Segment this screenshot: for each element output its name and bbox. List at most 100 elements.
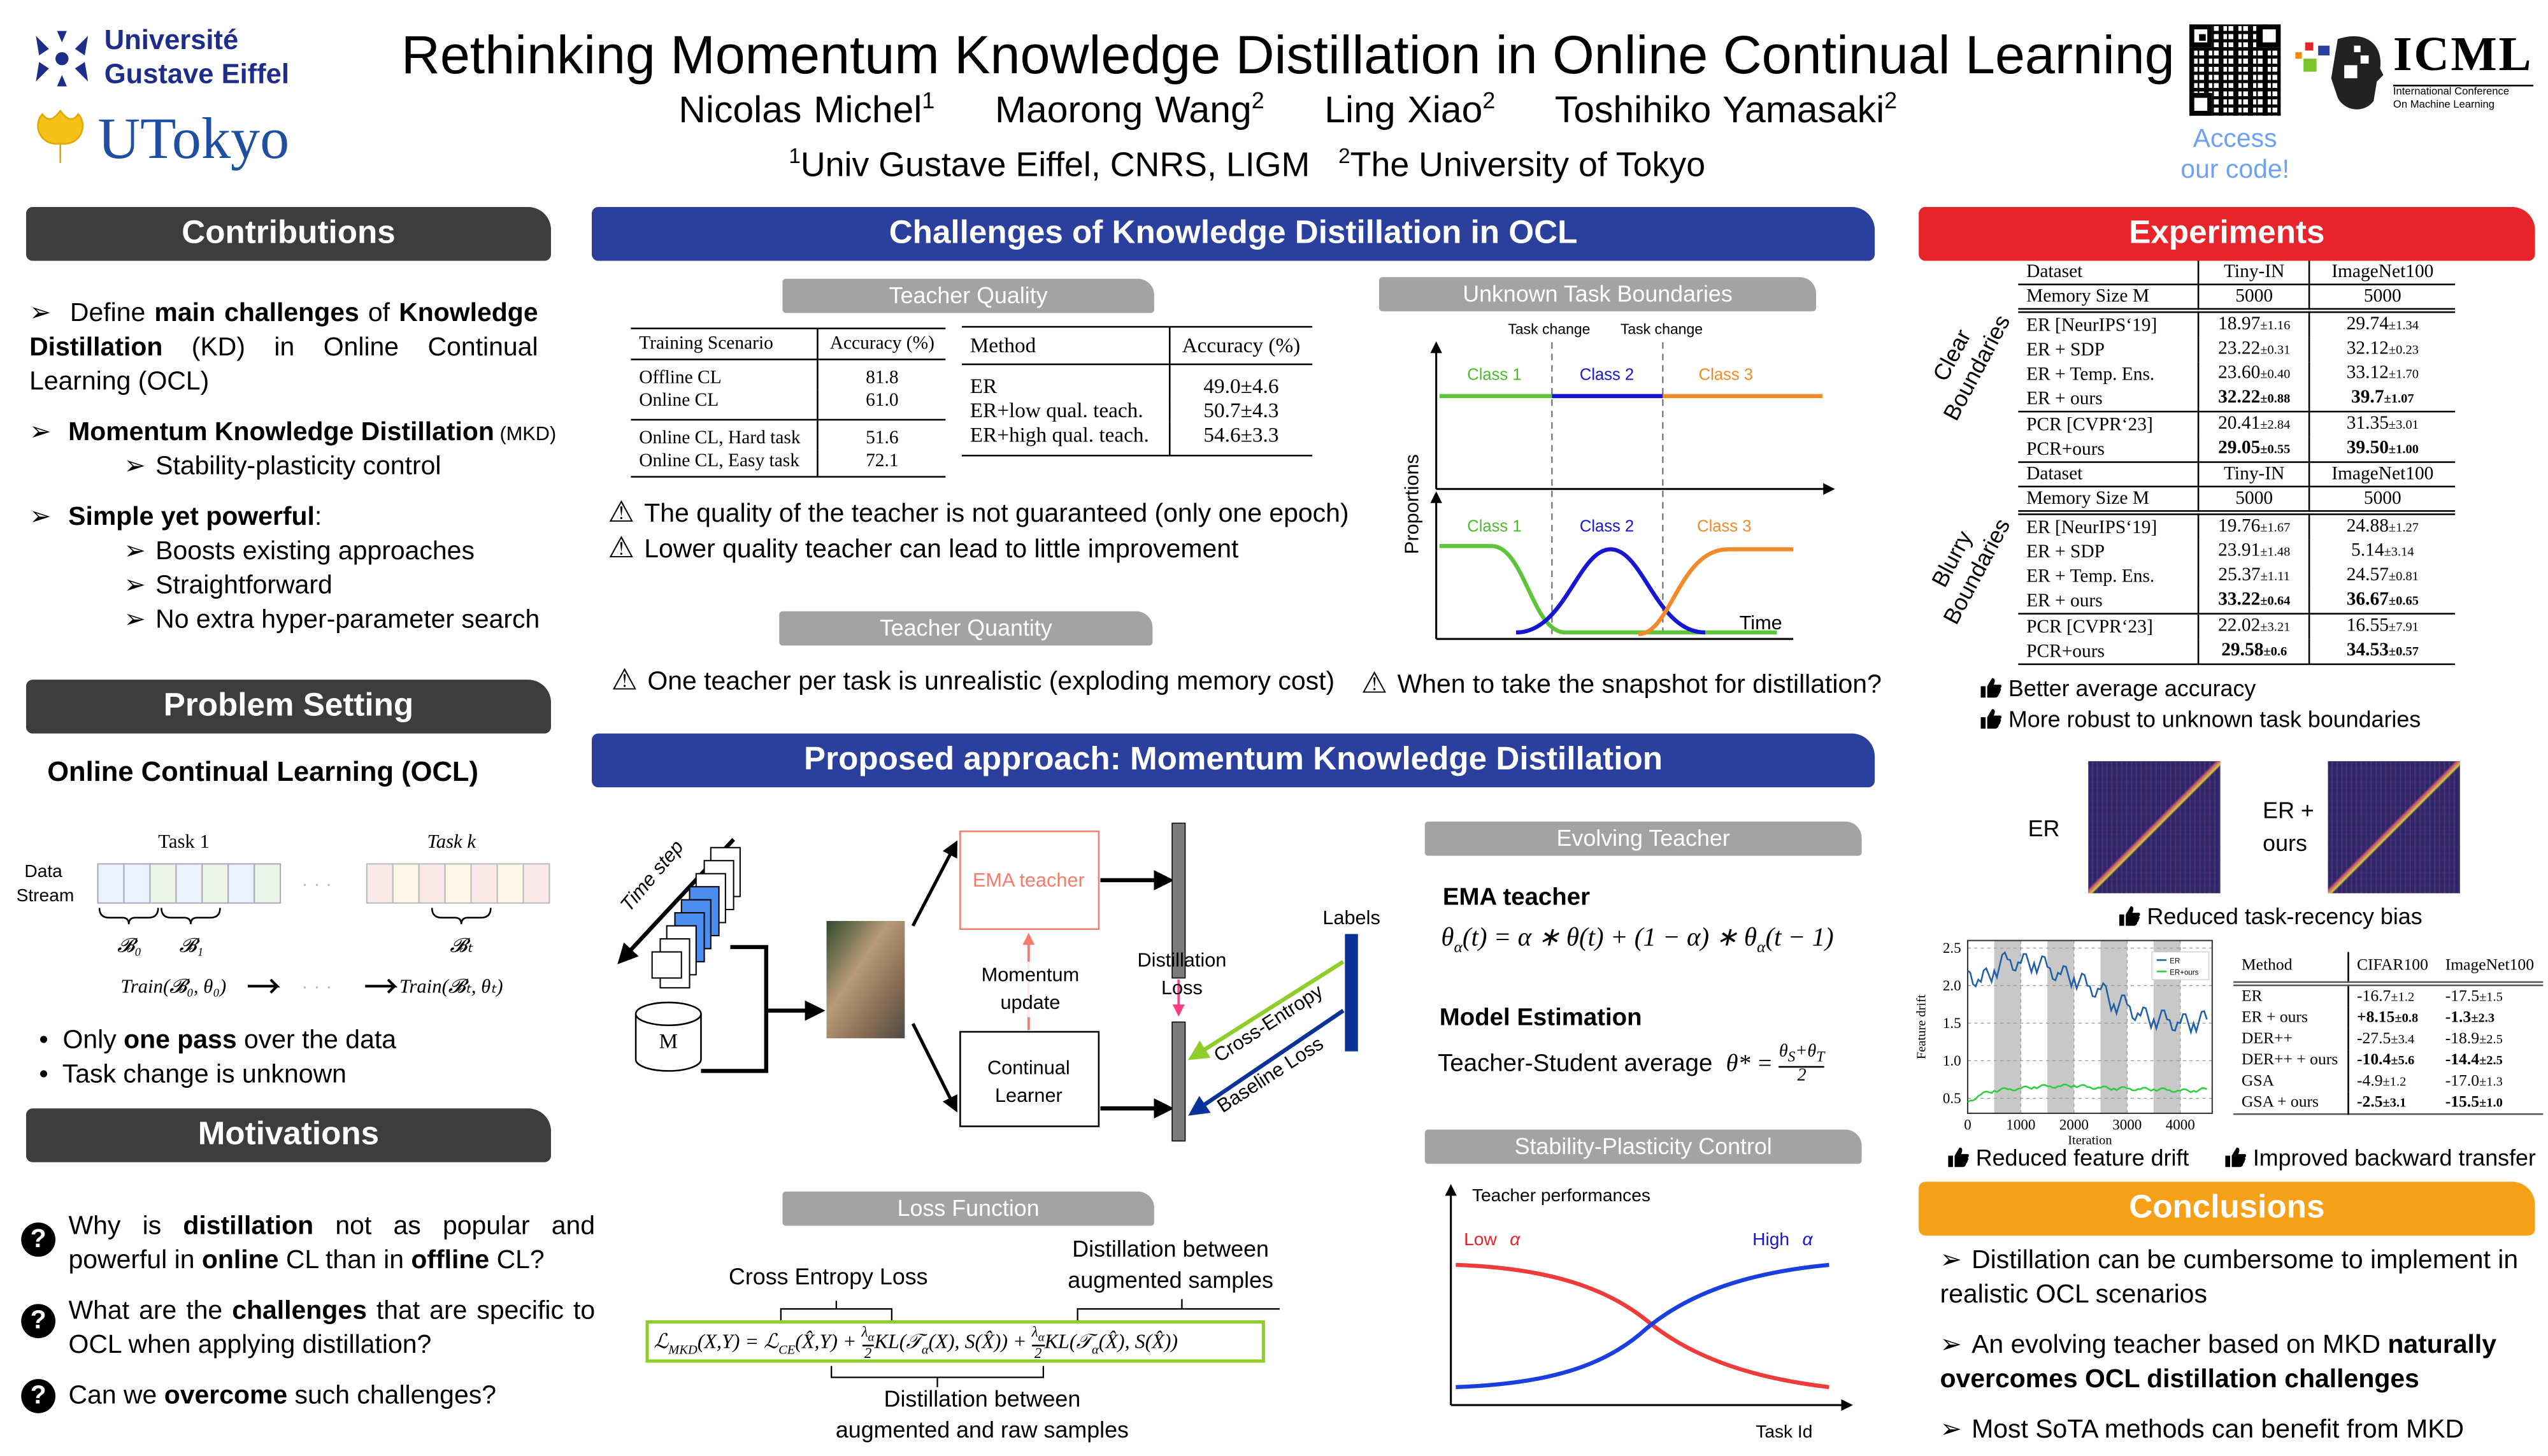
table-cell: 39.7±1.07: [2351, 388, 2414, 408]
table-cell: -27.5±3.4: [2357, 1030, 2415, 1048]
conclusion-item: Distillation can be cumbersome to implem…: [1940, 1244, 2526, 1312]
x-axis-label: Iteration: [2068, 1134, 2112, 1148]
table-cell: Tiny-IN: [2199, 261, 2310, 285]
table-cell: 5000: [2363, 489, 2401, 509]
labels-bar: [1345, 934, 1358, 1052]
table-row: DER++-27.5±3.4-18.9±2.5: [2233, 1028, 2543, 1050]
table-cell: 20.41±2.84: [2199, 411, 2310, 437]
question-icon: ?: [21, 1222, 56, 1257]
icml-wordmark: ICML: [2393, 27, 2533, 82]
table-cell: 23.91±1.48: [2199, 539, 2310, 564]
batch-b1: 𝓑₁: [180, 935, 204, 957]
legend-label: ER: [2170, 957, 2180, 965]
confusion-heatmap-er: [2088, 761, 2221, 894]
uge-name-1: Université: [104, 24, 239, 56]
task1-batches: [97, 863, 282, 904]
table-cell: 5.14±3.14: [2351, 541, 2414, 561]
question-icon: ?: [21, 1379, 56, 1413]
class1-curve: [1439, 544, 1777, 635]
data-stream-label: Stream: [17, 885, 75, 905]
warning-icon: ⚠: [608, 495, 634, 529]
y-tick-label: 2.5: [1943, 939, 1961, 956]
table-cell: 31.35±3.01: [2346, 414, 2419, 434]
contribution-subitem: No extra hyper-parameter search: [124, 603, 540, 638]
table-cell: Dataset: [2018, 261, 2200, 285]
y-tick-label: 0.5: [1943, 1090, 1961, 1106]
table-cell: GSA: [2233, 1071, 2349, 1092]
problem-bullet: • Only one pass over the data: [39, 1027, 397, 1055]
affiliations: 1Univ Gustave Eiffel, CNRS, LIGM 2The Un…: [326, 143, 2168, 186]
task-id-label: Task Id: [1756, 1422, 1812, 1441]
table-cell: 24.88±1.27: [2346, 517, 2419, 536]
confusion-heatmap-ours: [2328, 761, 2460, 894]
table-cell: Tiny-IN: [2199, 462, 2310, 487]
author: Toshihiko Yamasaki2: [1554, 86, 1898, 130]
train-step-t: Train(𝓑ₜ, θₜ): [399, 976, 503, 997]
qr-code[interactable]: [2189, 24, 2281, 116]
table-cell: ER + ours: [2018, 386, 2200, 412]
table-cell: 29.05±0.55: [2199, 436, 2310, 462]
contributions-header: Contributions: [25, 207, 552, 261]
table-cell: 19.76±1.67: [2199, 512, 2310, 540]
time-label: Time: [1740, 611, 1782, 634]
heatmap-ours-label: ER +ours: [2263, 797, 2314, 856]
x-tick-label: 2000: [2059, 1117, 2089, 1133]
class2-label: Class 2: [1580, 517, 1634, 535]
table-cell: 29.58±0.6: [2199, 639, 2310, 664]
experiments-header: Experiments: [1919, 207, 2535, 261]
warning-item: ⚠The quality of the teacher is not guara…: [608, 495, 1349, 529]
baseline-loss-arrow: [1188, 1009, 1345, 1116]
taskk-batches: [366, 863, 550, 904]
thumbs-up-icon: [2225, 1147, 2246, 1167]
result-highlight: More robust to unknown task boundaries: [1980, 703, 2421, 737]
table-cell: PCR+ours: [2018, 639, 2200, 664]
table-cell: DER++ + ours: [2233, 1050, 2349, 1071]
ema-teacher-label: EMA teacher: [973, 869, 1085, 891]
y-tick-label: 1.5: [1943, 1015, 1961, 1031]
thumbs-up-icon: [1980, 709, 2002, 729]
table-cell: 22.02±3.21: [2199, 613, 2310, 639]
author: Nicolas Michel1: [678, 86, 935, 130]
table-cell: PCR [CVPR‘23]: [2018, 613, 2200, 639]
taskk-label: Task k: [427, 831, 477, 852]
poster-title: Rethinking Momentum Knowledge Distillati…: [401, 24, 2175, 85]
table-row: ER+low qual. teach.50.7±4.3: [961, 397, 1312, 422]
task-boundaries-plot: Task change Task change Class 1 Class 2 …: [1401, 321, 1835, 640]
table-row: DER++ + ours-10.4±5.6-14.4±2.5: [2233, 1050, 2543, 1071]
cat-image: [826, 920, 905, 1039]
task-change-label: Task change: [1508, 321, 1590, 338]
table-row: ER+high qual. teach.54.6±3.3: [961, 422, 1312, 456]
table-cell: 5000: [2199, 486, 2310, 513]
warning-item: ⚠Lower quality teacher can lead to littl…: [608, 531, 1239, 564]
warning-item: ⚠When to take the snapshot for distillat…: [1361, 666, 1882, 699]
result-highlight: Reduced task-recency bias: [2119, 900, 2423, 934]
mkd-architecture-diagram: Time step M EMA teacher Continual Learne…: [615, 822, 1380, 1142]
table-cell: ER + ours: [2018, 588, 2200, 614]
table-cell: -4.9±1.2: [2357, 1072, 2407, 1091]
table-cell: 23.22±0.31: [2199, 337, 2310, 362]
table-cell: Dataset: [2018, 462, 2200, 487]
ce-loss-label: Cross Entropy Loss: [728, 1263, 928, 1290]
teacher-quality-header: Teacher Quality: [782, 278, 1154, 313]
distillation-label: Distillation: [1137, 949, 1226, 971]
column-header: Accuracy (%): [1182, 332, 1301, 357]
momentum-label: update: [1000, 991, 1060, 1013]
proposed-approach-header: Proposed approach: Momentum Knowledge Di…: [591, 733, 1875, 788]
challenges-header: Challenges of Knowledge Distillation in …: [591, 207, 1875, 261]
